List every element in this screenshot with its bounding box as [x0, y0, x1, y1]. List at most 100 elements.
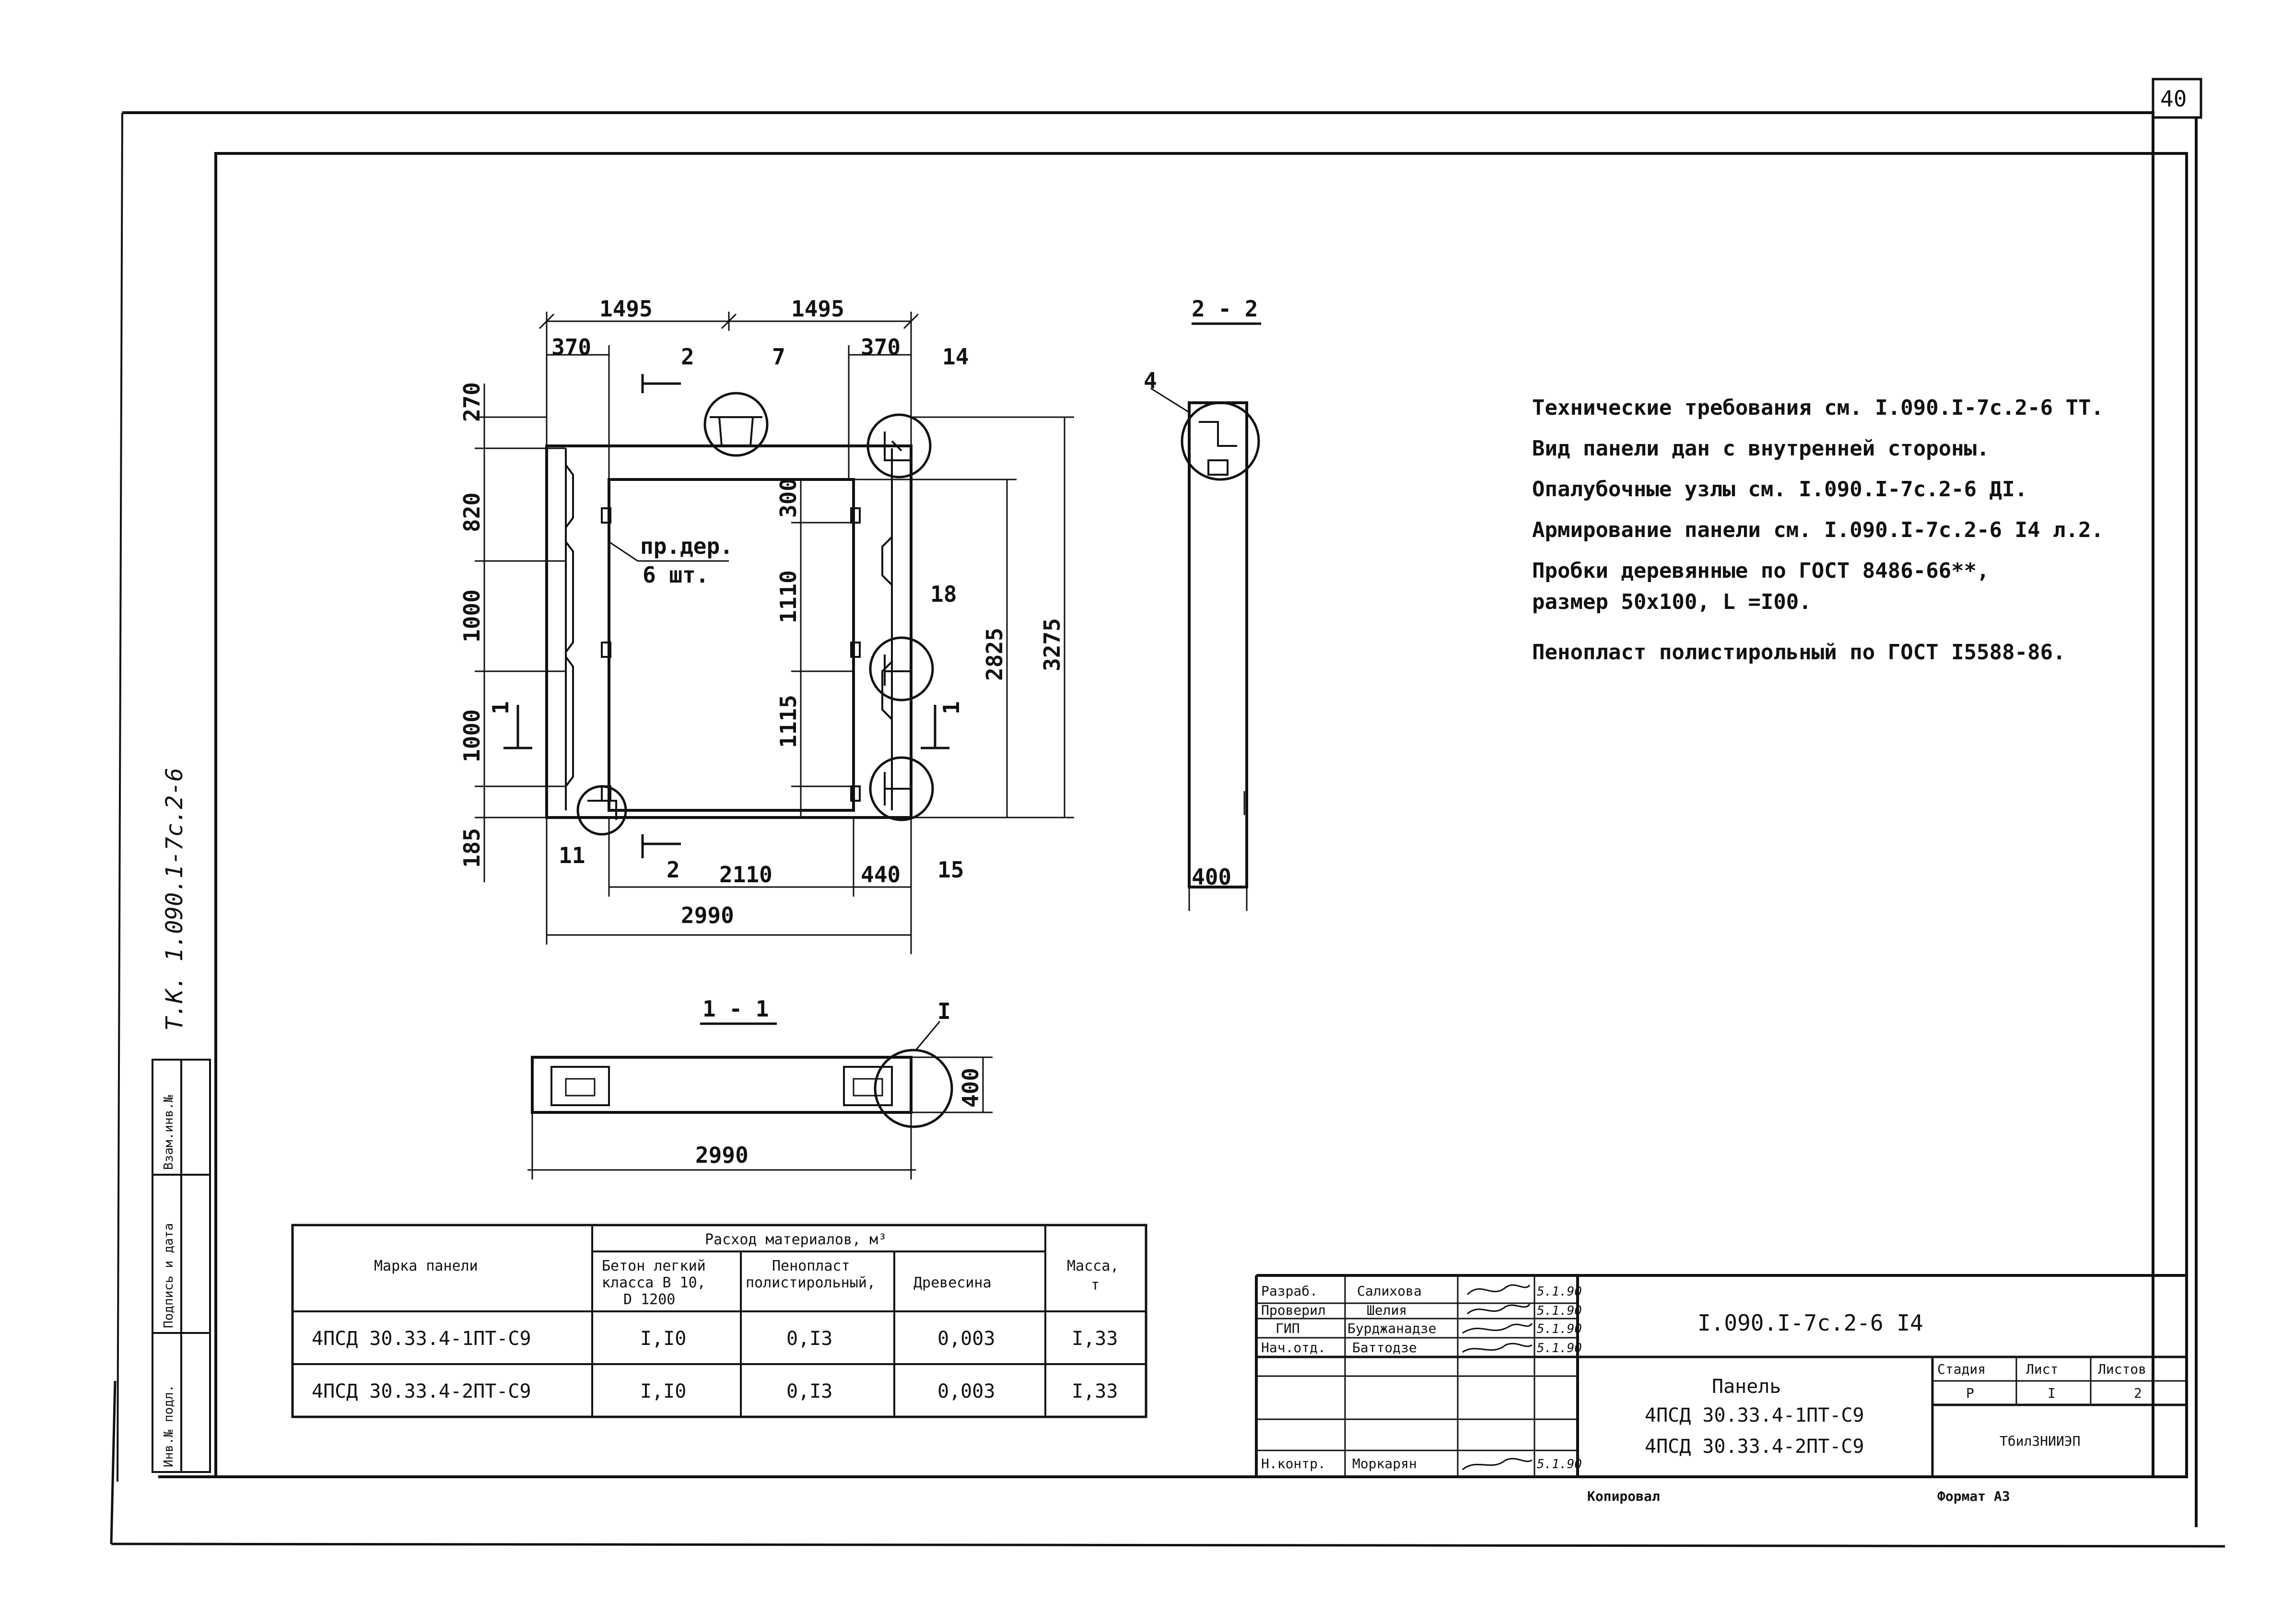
table-row-2-foam: 0,I3	[786, 1380, 832, 1402]
front-view	[475, 312, 1074, 954]
table-row-2-mark: 4ПСД 30.33.4-2ПТ-С9	[312, 1380, 531, 1402]
callout-18: 18	[930, 581, 957, 607]
section-1-1-callout: I	[937, 998, 951, 1024]
callout-15: 15	[937, 857, 964, 883]
table-col-foam-2: полистирольный,	[746, 1274, 876, 1291]
table-col-wood: Древесина	[913, 1274, 992, 1291]
footer-format: Формат А3	[1937, 1488, 2010, 1504]
dim-left-1000a: 1000	[459, 589, 485, 643]
dim-bottom-2110: 2110	[719, 862, 772, 888]
table-col-concrete-1: Бетон легкий	[602, 1258, 706, 1274]
table-col-mark: Марка панели	[374, 1258, 478, 1274]
dim-left-270: 270	[459, 382, 485, 422]
tb-title-1: Панель	[1712, 1376, 1781, 1398]
tb-role-4: Нач.отд.	[1261, 1340, 1326, 1355]
dim-mid-1110: 1110	[775, 570, 801, 623]
table-col-mass-1: Масса,	[1067, 1258, 1119, 1274]
tb-name-3: Бурджанадзе	[1347, 1320, 1436, 1336]
section-1-1	[527, 1021, 993, 1180]
section-2-2-dim: 400	[1192, 864, 1231, 890]
tb-date-3: 5.1.90	[1537, 1322, 1582, 1336]
note-6: размер 50x100, L =I00.	[1532, 590, 1812, 614]
dim-mid-1115: 1115	[775, 695, 801, 748]
note-2: Вид панели дан с внутренней стороны.	[1532, 436, 1990, 461]
sheet-number: 40	[2160, 86, 2187, 112]
section-2-2	[1150, 322, 1261, 911]
tb-sheets-label: Листов	[2098, 1361, 2146, 1377]
sheet-frame	[110, 78, 2225, 1548]
plug-label-line1: пр.дер.	[640, 533, 733, 559]
tb-name-2: Шелия	[1367, 1302, 1407, 1318]
tb-sheet-label: Лист	[2026, 1361, 2058, 1377]
table-row-1-foam: 0,I3	[786, 1328, 832, 1350]
side-stamp: Т.К. 1.090.1-7с.2-6	[161, 768, 188, 1031]
table-row-1-mark: 4ПСД 30.33.4-1ПТ-С9	[312, 1328, 531, 1350]
dim-top-right: 1495	[791, 296, 844, 322]
table-row-1-wood: 0,003	[937, 1328, 995, 1350]
section-2-2-title: 2 - 2	[1192, 296, 1258, 322]
tb-name-1: Салихова	[1357, 1283, 1422, 1299]
tb-role-7: Н.контр.	[1261, 1456, 1326, 1472]
dim-mid-300: 300	[775, 478, 801, 518]
plug-label-line2: 6 шт.	[643, 562, 709, 588]
title-block	[1255, 1274, 2187, 1477]
table-header-group: Расход материалов, м³	[705, 1231, 887, 1248]
section-1-1-dim-height: 400	[958, 1068, 983, 1108]
table-col-foam-1: Пенопласт	[772, 1258, 850, 1274]
notes: Технические требования см. I.090.I-7с.2-…	[1532, 396, 2104, 665]
table-row-1-concrete: I,I0	[640, 1328, 686, 1350]
section-1-1-dim-width: 2990	[695, 1142, 749, 1168]
section-2-2-callout: 4	[1144, 368, 1157, 394]
side-label-inventory: Инв.№ подл.	[162, 1385, 176, 1467]
table-col-concrete-2: класса В 10,	[602, 1274, 706, 1291]
side-label-replace: Взам.инв.№	[162, 1095, 176, 1170]
section-1-1-title: 1 - 1	[702, 996, 769, 1022]
plug-leader	[609, 541, 729, 562]
callout-11: 11	[559, 842, 585, 868]
callout-section-1-left: 1	[488, 701, 514, 714]
side-stamp-strip	[152, 1059, 211, 1473]
tb-date-4: 5.1.90	[1537, 1341, 1582, 1355]
tb-sheet: I	[2048, 1385, 2056, 1401]
dim-top-left: 1495	[599, 296, 653, 322]
footer-copied: Копировал	[1587, 1488, 1660, 1504]
tb-title-3: 4ПСД 30.33.4-2ПТ-С9	[1645, 1436, 1864, 1458]
table-row-1-mass: I,33	[1072, 1328, 1118, 1350]
note-7: Пенопласт полистирольный по ГОСТ I5588-8…	[1532, 640, 2066, 665]
callout-14: 14	[942, 344, 969, 370]
tb-role-2: Проверил	[1261, 1302, 1326, 1318]
tb-date-1: 5.1.90	[1537, 1285, 1582, 1299]
dim-left-820: 820	[459, 492, 485, 532]
dim-top-small-left: 370	[551, 334, 591, 360]
note-1: Технические требования см. I.090.I-7с.2-…	[1532, 396, 2104, 420]
callout-7: 7	[772, 344, 785, 370]
dim-right-2825: 2825	[982, 628, 1007, 681]
callout-section-2-bottom: 2	[667, 857, 680, 883]
tb-doc-code: I.090.I-7с.2-6 I4	[1697, 1310, 1923, 1336]
tb-stage: Р	[1966, 1385, 1974, 1401]
dim-top-small-right: 370	[861, 334, 901, 360]
dim-left-185: 185	[459, 828, 485, 868]
dim-bottom-2990: 2990	[681, 902, 734, 928]
tb-title-2: 4ПСД 30.33.4-1ПТ-С9	[1645, 1404, 1864, 1426]
note-3: Опалубочные узлы см. I.090.I-7с.2-6 ДI.	[1532, 477, 2027, 502]
table-col-concrete-3: D 1200	[623, 1291, 675, 1308]
tb-stage-label: Стадия	[1937, 1361, 1986, 1377]
tb-name-7: Моркарян	[1352, 1456, 1417, 1472]
side-label-signature: Подпись и дата	[162, 1223, 176, 1328]
note-5: Пробки деревянные по ГОСТ 8486-66**,	[1532, 559, 1990, 583]
tb-name-4: Баттодзе	[1352, 1340, 1417, 1355]
tb-org: ТбилЗНИИЭП	[2000, 1433, 2081, 1449]
tb-sheets: 2	[2134, 1385, 2142, 1401]
note-4: Армирование панели см. I.090.I-7с.2-6 I4…	[1532, 518, 2104, 542]
table-row-2-wood: 0,003	[937, 1380, 995, 1402]
table-row-2-mass: I,33	[1072, 1380, 1118, 1402]
dim-left-1000b: 1000	[459, 709, 485, 762]
callout-section-2-top: 2	[681, 344, 694, 370]
table-row-2-concrete: I,I0	[640, 1380, 686, 1402]
tb-date-2: 5.1.90	[1537, 1304, 1582, 1318]
dim-right-3275: 3275	[1039, 618, 1065, 671]
dim-bottom-440: 440	[861, 862, 901, 888]
tb-role-1: Разраб.	[1261, 1283, 1318, 1299]
